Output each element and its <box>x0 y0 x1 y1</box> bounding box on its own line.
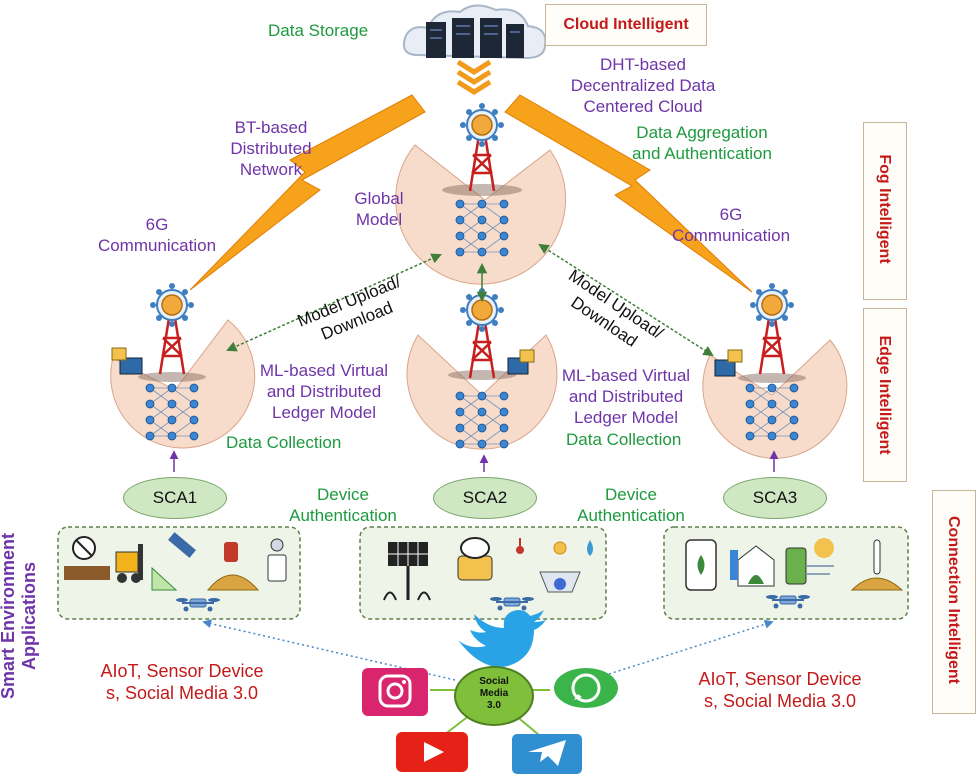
connection-intelligent-box <box>932 490 976 714</box>
cloud-server-icon <box>402 4 547 95</box>
farm-icons-right <box>685 538 904 591</box>
fog-intelligent-box <box>863 122 907 300</box>
sca3-node: SCA3 <box>723 477 827 519</box>
data-collection-left-label: Data Collection <box>226 433 342 452</box>
data-collection-right-label: Data Collection <box>566 430 682 449</box>
fog-intelligent-label: Fog Intelligent <box>876 154 893 264</box>
farm-icons-left <box>64 532 287 591</box>
upload-arrow-right <box>538 243 714 357</box>
social-arrow-right <box>589 619 774 681</box>
twitter-icon <box>458 610 546 667</box>
whatsapp-icon <box>554 668 618 708</box>
telegram-icon <box>512 734 582 774</box>
upload-arrow-left <box>226 253 442 352</box>
sca2-node: SCA2 <box>433 477 537 519</box>
cloud-intelligent-label: Cloud Intelligent <box>545 4 707 46</box>
edge-node-left <box>110 282 256 449</box>
data-storage-label: Data Storage <box>268 21 369 40</box>
lightning-bolt-icon <box>504 94 753 293</box>
app-box-left <box>57 526 301 620</box>
lightning-bolt-icon <box>189 94 426 291</box>
edge-intelligent-label: Edge Intelligent <box>876 335 893 455</box>
connection-intelligent-label: Connection Intelligent <box>945 516 962 684</box>
edge-node-center <box>406 287 558 450</box>
edge-node-right <box>702 282 848 459</box>
edge-intelligent-box <box>863 308 907 482</box>
youtube-icon <box>396 732 468 772</box>
sca1-node: SCA1 <box>123 477 227 519</box>
farm-icons-center <box>383 537 593 601</box>
global-model-node <box>395 102 567 285</box>
instagram-icon <box>362 668 428 716</box>
